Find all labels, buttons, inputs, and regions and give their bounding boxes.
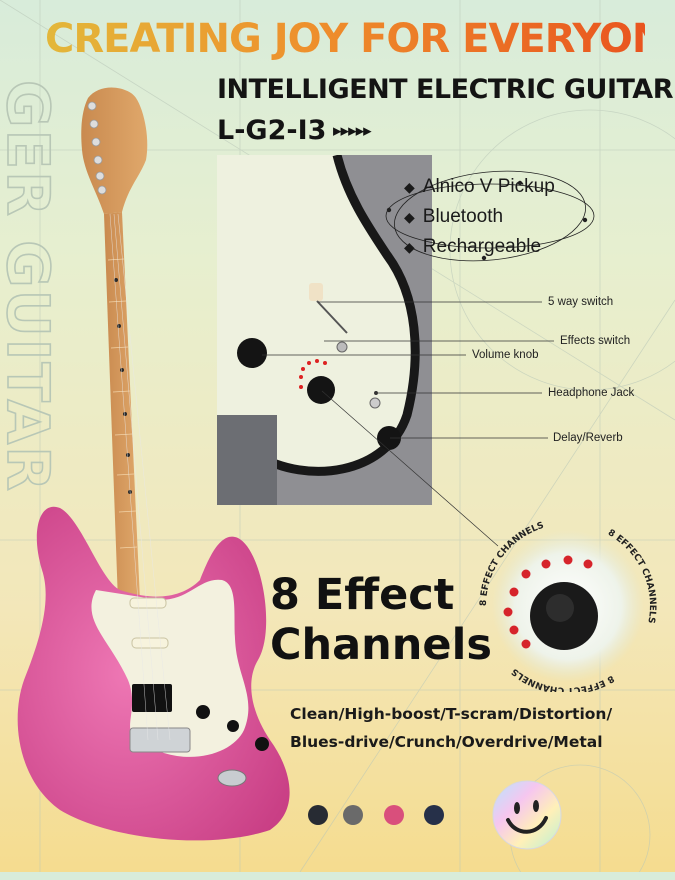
pickguard-closeup-photo <box>217 155 432 505</box>
guitar-image <box>17 87 290 841</box>
arrows-icon: ▸▸▸▸▸ <box>333 121 372 140</box>
label-volume-knob: Volume knob <box>472 349 539 361</box>
label-effects-switch: Effects switch <box>560 335 631 347</box>
color-option-pink[interactable] <box>384 805 404 825</box>
feature-bluetooth: ◆Bluetooth <box>404 206 504 227</box>
label-headphone-jack: Headphone Jack <box>548 387 635 399</box>
effects-list-line2: Blues-drive/Crunch/Overdrive/Metal <box>290 733 603 751</box>
color-option-navy[interactable] <box>424 805 444 825</box>
smiley-icon <box>492 780 562 850</box>
effect-knob-closeup: 8 EFFECT CHANNELS 8 EFFECT CHANNELS 8 EF… <box>479 521 657 692</box>
label-delay-reverb: Delay/Reverb <box>553 432 623 444</box>
color-option-gray[interactable] <box>343 805 363 825</box>
diamond-icon: ◆ <box>404 239 415 255</box>
label-5-way-switch: 5 way switch <box>548 296 614 308</box>
effect-channels-title-line1: 8 Effect <box>270 570 455 620</box>
diamond-icon: ◆ <box>404 209 415 225</box>
feature-orbit-lines <box>385 170 595 262</box>
product-subtitle: INTELLIGENT ELECTRIC GUITAR <box>217 74 674 105</box>
feature-rechargeable: ◆Rechargeable <box>404 236 542 257</box>
diamond-icon: ◆ <box>404 179 415 195</box>
feature-alnico: ◆Alnico V Pickup <box>404 176 555 197</box>
color-option-black[interactable] <box>308 805 328 825</box>
model-number: L-G2-I3 <box>217 115 327 146</box>
effect-channels-title-line2: Channels <box>270 620 492 670</box>
headline: CREATING JOY FOR EVERYONE <box>45 16 675 62</box>
effects-list-line1: Clean/High-boost/T-scram/Distortion/ <box>290 705 613 723</box>
